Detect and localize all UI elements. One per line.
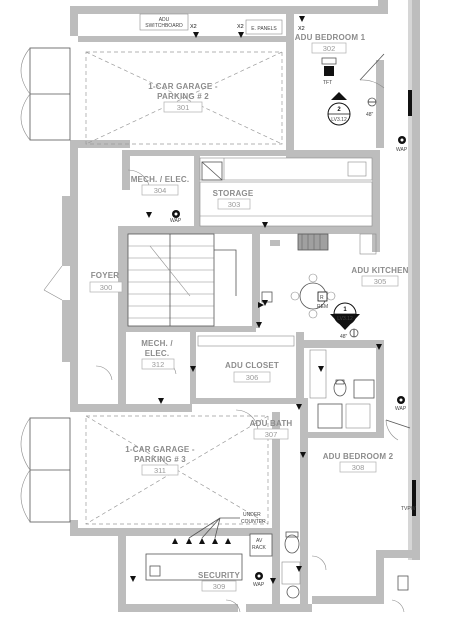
wap-icon-4: WAP: [253, 572, 265, 588]
room-name-garage3-line2: PARKING # 3: [134, 455, 186, 464]
tag-tvpw: TVPW: [401, 506, 416, 512]
tag-under-counter-1: UNDER: [243, 512, 261, 518]
room-name-mech312-line2: ELEC.: [145, 349, 170, 358]
note-switchboard: SWITCHBOARD: [145, 23, 183, 29]
tag-av-rack-2: RACK: [252, 545, 267, 551]
svg-text:WAP: WAP: [253, 582, 265, 588]
room-number-mech304: 304: [154, 186, 167, 195]
room-name-foyer: FOYER: [91, 271, 120, 280]
room-number-bath: 307: [265, 430, 278, 439]
room-name-storage: STORAGE: [213, 189, 254, 198]
tag-48-a: 48": [366, 112, 374, 118]
tag-tft: TFT: [323, 80, 332, 86]
rem-symbol: [317, 291, 328, 302]
note-adu: ADU: [159, 17, 170, 23]
room-labels: 1-CAR GARAGE - PARKING # 2 301 ADU BEDRO…: [89, 33, 408, 592]
section-marker-1-sheet: LV3.12: [337, 316, 353, 322]
svg-text:WAP: WAP: [170, 218, 182, 224]
room-name-garage3-line1: 1-CAR GARAGE -: [125, 445, 195, 454]
section-marker-2-sheet: LV3.12: [331, 117, 347, 123]
room-name-closet: ADU CLOSET: [225, 361, 279, 370]
parking-outlines: [85, 51, 283, 525]
room-number-foyer: 300: [100, 283, 113, 292]
room-name-garage2-line1: 1-CAR GARAGE -: [148, 82, 218, 91]
section-marker-2-number: 2: [337, 107, 341, 113]
tag-x2-a: X2: [190, 24, 197, 30]
room-number-garage3: 311: [154, 466, 166, 475]
wap-icon-1: WAP: [396, 136, 408, 153]
room-number-security: 309: [213, 582, 226, 591]
note-e-panels: E. PANELS: [251, 26, 277, 32]
room-number-storage: 303: [228, 200, 241, 209]
tag-av-rack-1: AV: [256, 538, 263, 544]
room-number-bedroom1: 302: [323, 44, 336, 53]
wap-icon-3: WAP: [395, 396, 407, 412]
room-number-closet: 306: [246, 373, 259, 382]
wap-icon-2: WAP: [170, 210, 182, 224]
tag-rem: REM: [317, 304, 328, 310]
tag-under-counter-2: COUNTER: [241, 519, 266, 525]
device-symbols: X2 X2 X2 TFT 2 LV3.12 1 LV3.12 48": [130, 16, 416, 588]
room-name-bedroom2: ADU BEDROOM 2: [323, 452, 394, 461]
section-marker-1-number: 1: [343, 307, 347, 313]
section-marker-2: 2 LV3.12: [327, 92, 351, 126]
room-name-mech304: MECH. / ELEC.: [131, 175, 190, 184]
svg-text:WAP: WAP: [396, 147, 408, 153]
triangle-marker-x2-a: [193, 32, 199, 38]
room-number-kitchen: 305: [374, 277, 387, 286]
svg-text:WAP: WAP: [395, 406, 407, 412]
room-name-mech312-line1: MECH. /: [141, 339, 173, 348]
doors: [20, 47, 411, 613]
room-number-mech312: 312: [152, 360, 165, 369]
room-name-security: SECURITY: [198, 571, 241, 580]
stairs: [127, 233, 237, 327]
room-number-bedroom2: 308: [352, 463, 365, 472]
top-notes: ADU SWITCHBOARD E. PANELS: [139, 13, 283, 35]
triangle-marker-x2-b: [238, 32, 244, 38]
tag-x2-b: X2: [237, 24, 244, 30]
room-name-kitchen: ADU KITCHEN: [351, 266, 408, 275]
svg-text:R: R: [320, 295, 324, 301]
section-marker-1: 1 LV3.12: [330, 302, 360, 330]
room-name-bath: ADU BATH: [250, 419, 293, 428]
room-number-garage2: 301: [177, 103, 190, 112]
triangle-marker-x2-c: [299, 16, 305, 22]
tag-x2-c: X2: [298, 26, 305, 32]
room-name-garage2-line2: PARKING # 2: [157, 92, 209, 101]
room-name-bedroom1: ADU BEDROOM 1: [295, 33, 366, 42]
fixtures: [145, 157, 409, 599]
tag-48-b: 48": [340, 334, 348, 340]
